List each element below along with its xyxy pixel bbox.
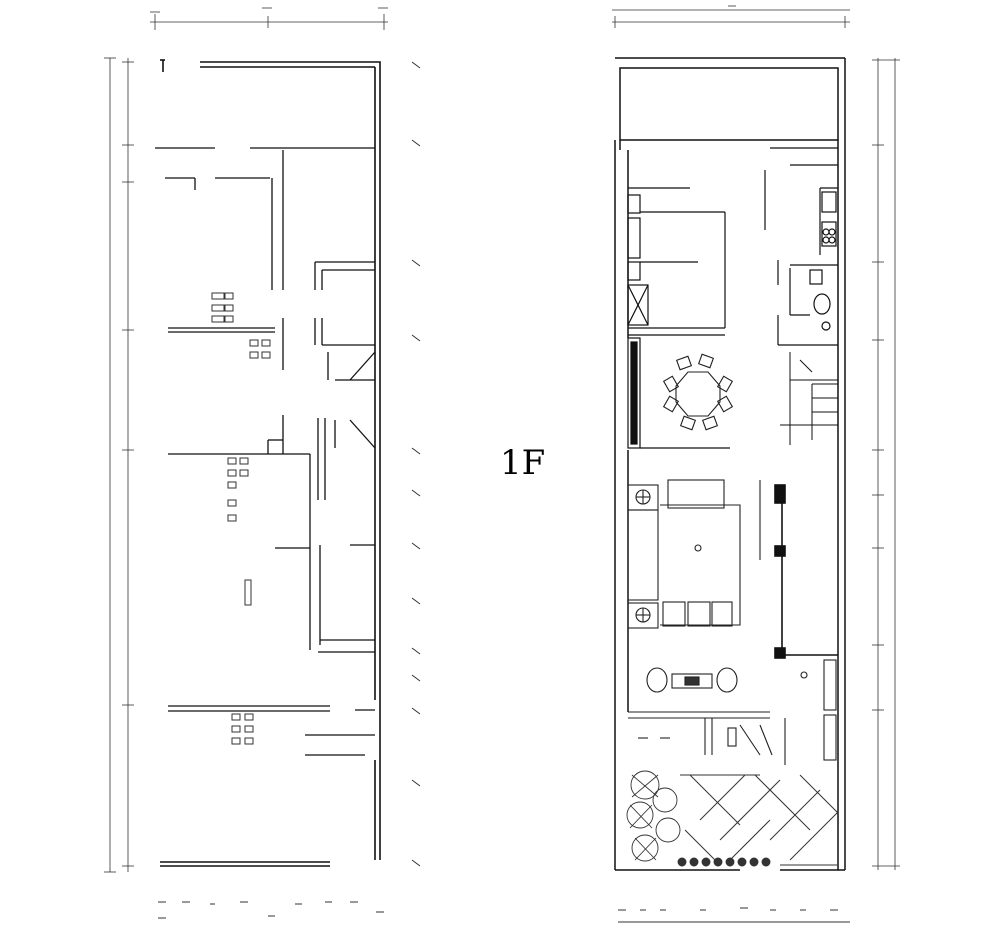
left-inner-walls — [155, 147, 376, 756]
right-plan — [612, 5, 900, 923]
entry-lounge — [628, 659, 837, 765]
right-sideboard — [627, 337, 730, 449]
left-fixture-marks — [211, 292, 271, 745]
left-vertical-dimension-lines — [104, 57, 134, 873]
garden-paving — [680, 774, 839, 866]
right-upper-rooms — [627, 147, 838, 346]
left-bottom-annotations — [158, 901, 384, 919]
living-room — [627, 479, 761, 629]
left-right-ticks — [411, 61, 421, 867]
left-top-dimension-line — [150, 7, 388, 30]
right-outer-walls — [614, 57, 846, 871]
dining-table-set — [662, 353, 734, 431]
garden-plants — [626, 770, 771, 867]
right-top-dimension-line — [612, 5, 850, 28]
left-plan — [104, 7, 421, 919]
tv-wall — [774, 484, 838, 659]
right-stairs — [780, 352, 838, 445]
right-vertical-dimension-lines — [872, 58, 900, 870]
right-bottom-annotations — [618, 907, 850, 923]
left-outer-walls — [160, 59, 381, 867]
floor-label: 1F — [500, 443, 546, 483]
